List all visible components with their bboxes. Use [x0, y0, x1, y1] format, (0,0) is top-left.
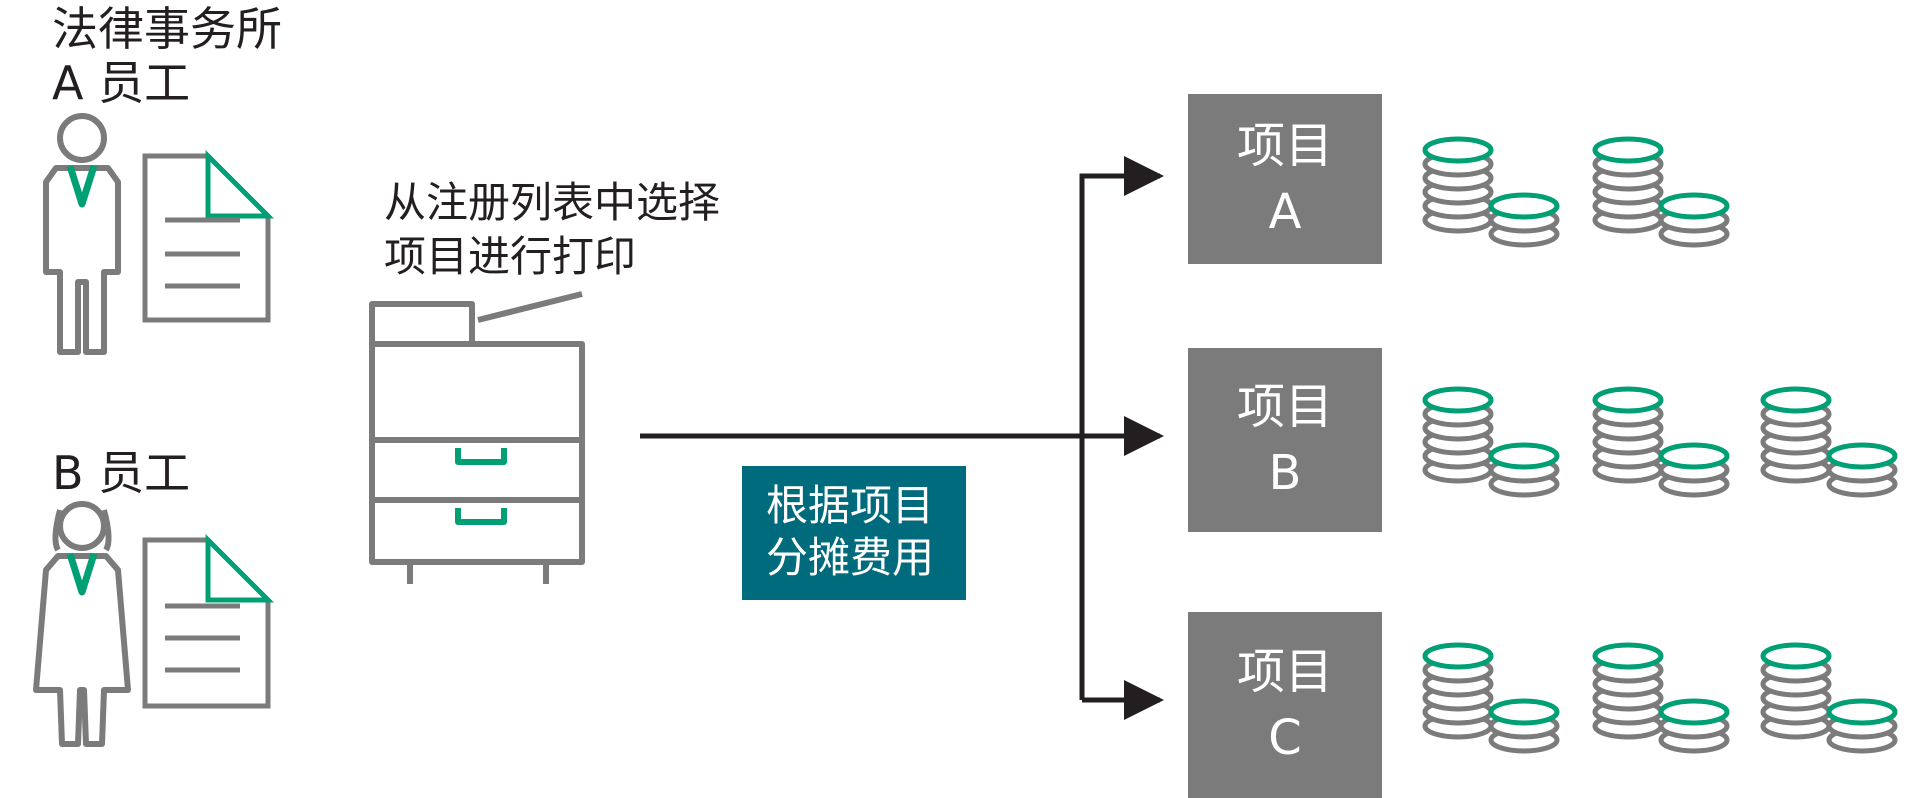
coin-stack-icon [1592, 386, 1664, 484]
coin-stack-icon [1422, 136, 1494, 234]
coin-stack-icon [1826, 442, 1898, 498]
employee-a-label: A 员工 [52, 56, 191, 110]
coin-stack-icon [1658, 698, 1730, 754]
coin-stack-icon [1760, 642, 1832, 740]
allocation-line1: 根据项目 [766, 481, 935, 530]
coin-stack-icon [1826, 698, 1898, 754]
project-a-box: 项目 A [1188, 94, 1382, 264]
coin-stack-icon [1422, 642, 1494, 740]
project-a-title: 项目 [1236, 118, 1333, 174]
coin-stack-icon [1488, 442, 1560, 498]
employee-a-company-label: 法律事务所 [52, 2, 282, 56]
coin-stack-icon [1592, 136, 1664, 234]
coin-stack-icon [1658, 192, 1730, 248]
coin-stack-icon [1488, 192, 1560, 248]
document-icon [142, 533, 275, 709]
arrow-icon [640, 156, 1164, 720]
printer-icon [369, 291, 585, 584]
cost-allocation-box: 根据项目 分摊费用 [742, 466, 966, 600]
coin-stack-icon [1488, 698, 1560, 754]
project-c-title: 项目 [1236, 644, 1333, 700]
coin-stack-icon [1422, 386, 1494, 484]
printer-note-line1: 从注册列表中选择 [384, 178, 721, 227]
project-c-box: 项目 C [1188, 612, 1382, 798]
project-b-box: 项目 B [1188, 348, 1382, 532]
coin-stack-icon [1592, 642, 1664, 740]
document-icon [142, 149, 275, 323]
project-c-letter: C [1268, 710, 1302, 766]
person-icon [33, 501, 131, 747]
printer-note-line2: 项目进行打印 [384, 232, 637, 281]
coin-stack-icon [1760, 386, 1832, 484]
allocation-line2: 分摊费用 [766, 533, 935, 582]
project-b-title: 项目 [1236, 379, 1333, 435]
project-b-letter: B [1268, 445, 1302, 501]
coin-stacks [1422, 136, 1898, 754]
project-a-letter: A [1268, 184, 1302, 240]
person-icon [43, 113, 121, 355]
employee-b-label: B 员工 [52, 446, 191, 500]
coin-stack-icon [1658, 442, 1730, 498]
